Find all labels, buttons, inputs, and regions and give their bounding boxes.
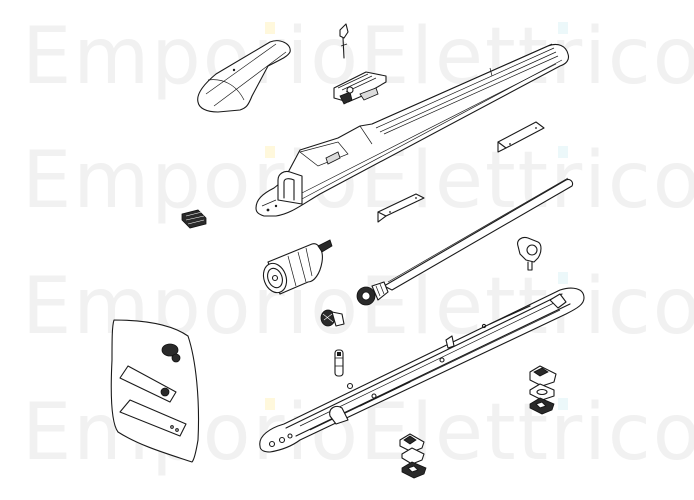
worm-screw-shaft (383, 177, 574, 291)
limit-switch-stack-left (399, 433, 427, 479)
bracket-plate-lower (377, 193, 425, 223)
nut-carriage (517, 236, 542, 271)
bracket-plate-upper (497, 121, 545, 153)
watermark-accent-dot (265, 22, 275, 34)
electric-motor (262, 239, 333, 295)
watermark-accent-dot (558, 146, 568, 158)
pin (334, 349, 344, 377)
terminal-block (181, 209, 207, 229)
upper-motor-cover (255, 43, 570, 217)
pinion-gear (320, 309, 345, 327)
watermark-accent-dot (558, 22, 568, 34)
worm-gear (356, 281, 389, 306)
accessory-bag (110, 319, 200, 463)
release-lever-housing (333, 71, 387, 105)
watermark-accent-dot (265, 398, 275, 410)
watermark-accent-dot (558, 272, 568, 284)
watermark-accent-dot (558, 398, 568, 410)
end-cap-cover (197, 40, 291, 113)
limit-switch-stack-right (529, 365, 557, 415)
lower-base-housing (259, 287, 585, 453)
watermark-accent-dot (265, 146, 275, 158)
release-key (339, 23, 349, 59)
watermark-word-emporio: Emporio (22, 12, 360, 102)
